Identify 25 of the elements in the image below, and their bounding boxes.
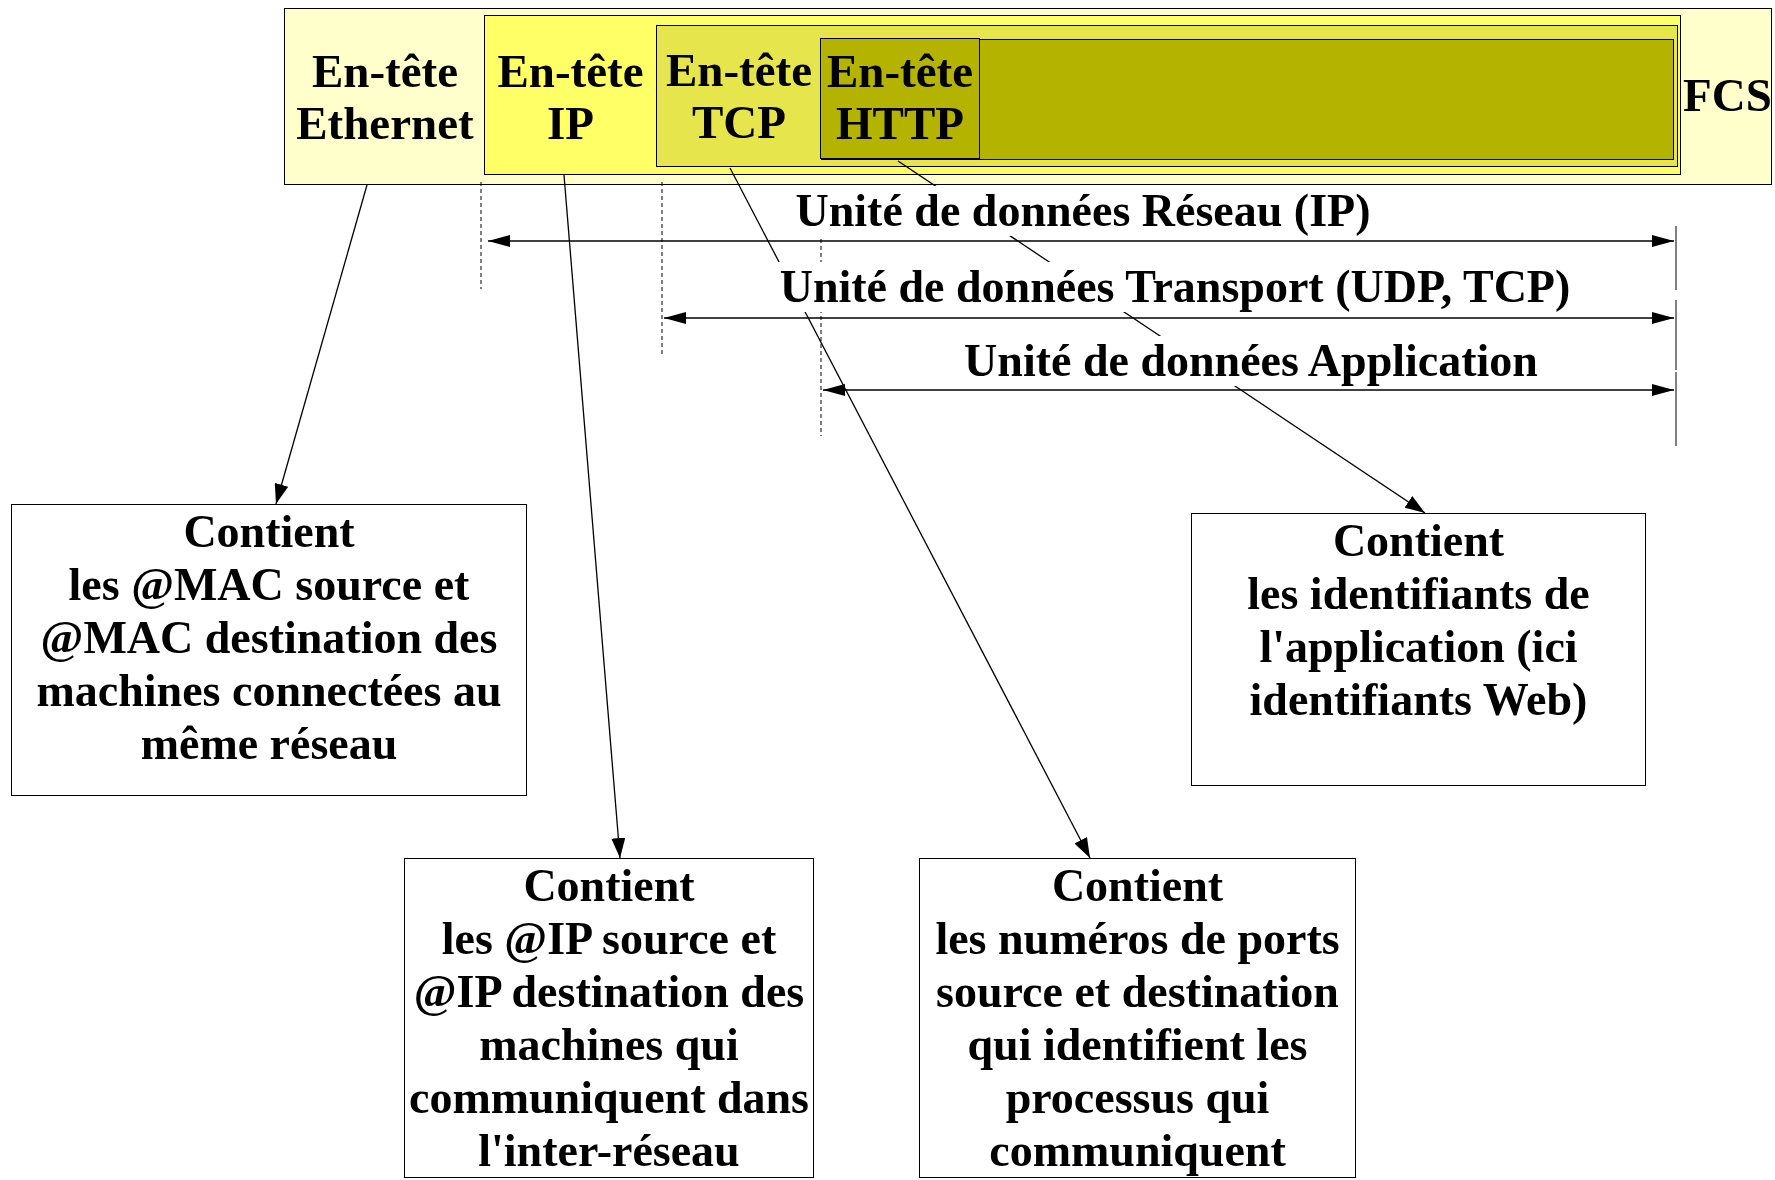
arrow bbox=[729, 167, 1091, 859]
data-box bbox=[820, 38, 1674, 160]
description-box bbox=[11, 504, 527, 796]
frame-header-box bbox=[284, 8, 1772, 185]
description-box bbox=[404, 858, 814, 1178]
box-heading: Contient bbox=[1050, 859, 1225, 912]
arrow bbox=[274, 184, 368, 505]
frame-header-box bbox=[656, 25, 1678, 167]
header-label: En-tête TCP bbox=[664, 44, 814, 148]
box-description: les @IP source et @IP destination des machines qui communiquent dans l'inter-réseau bbox=[407, 912, 811, 1177]
box-description: les @MAC source et @MAC destination des machines connectées au même réseau bbox=[35, 558, 503, 770]
description-box bbox=[1191, 513, 1646, 786]
header-label: En-tête HTTP bbox=[825, 45, 975, 149]
header-label: En-tête Ethernet bbox=[295, 45, 475, 149]
box-description: les numéros de ports source et destination qui identifient les processus qui communiquent bbox=[934, 912, 1341, 1177]
header-label: En-tête IP bbox=[496, 44, 645, 149]
arrow bbox=[563, 174, 626, 859]
description-box bbox=[919, 858, 1356, 1178]
box-heading: Contient bbox=[522, 859, 696, 912]
header-label: FCS bbox=[1683, 69, 1771, 121]
frame-header-box bbox=[483, 14, 1681, 175]
box-heading: Contient bbox=[1331, 514, 1506, 567]
frame-header-box bbox=[820, 38, 980, 159]
box-heading: Contient bbox=[182, 505, 356, 558]
box-description: les identifiants de l'application (ici identifiants Web) bbox=[1246, 567, 1591, 726]
